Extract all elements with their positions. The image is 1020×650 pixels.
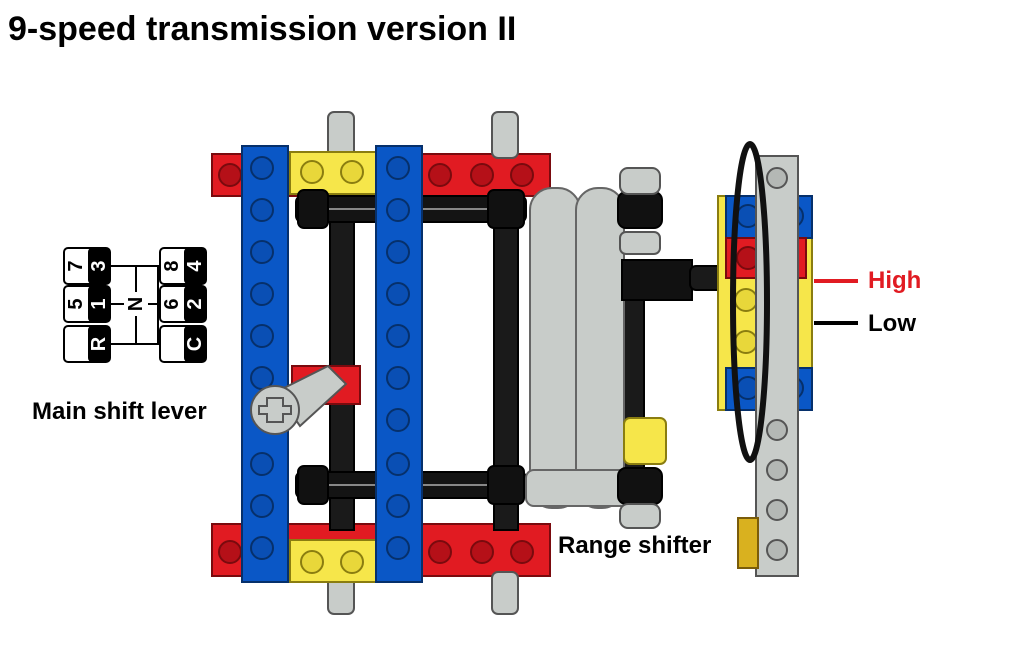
gear-neutral: N <box>125 297 147 311</box>
range-shaft-caps <box>619 167 661 529</box>
gear-5: 5 <box>65 298 87 309</box>
low-label: Low <box>868 310 916 337</box>
gear-r: R <box>88 336 110 351</box>
gear-box-mid-right <box>159 285 207 323</box>
gear-2: 2 <box>184 298 206 309</box>
gear-4: 4 <box>184 260 206 272</box>
gear-6: 6 <box>161 298 183 309</box>
main-shift-lever <box>250 364 361 435</box>
blue-beam-left <box>241 145 289 583</box>
gear-box-mid-left <box>63 285 111 323</box>
gear-box-bottom-left <box>63 325 111 363</box>
gear-8: 8 <box>161 260 183 271</box>
gear-1: 1 <box>88 298 110 309</box>
range-shifter-collar <box>623 417 667 465</box>
rubber-band <box>730 141 770 463</box>
gray-liftarms <box>525 187 637 509</box>
main-shift-lever-label: Main shift lever <box>32 398 207 425</box>
blue-beam-center <box>375 145 423 583</box>
gear-c: C <box>184 337 206 351</box>
gear-7: 7 <box>65 260 87 271</box>
axle-pins <box>327 111 519 615</box>
page-title: 9-speed transmission version II <box>8 10 517 48</box>
gear-3: 3 <box>88 260 110 271</box>
range-shifter-label: Range shifter <box>558 532 712 559</box>
gear-box-top-left <box>63 247 111 285</box>
gear-box-top-right <box>159 247 207 285</box>
high-label: High <box>868 267 922 294</box>
gear-box-bottom-right <box>159 325 207 363</box>
yellow-bricks <box>289 151 377 583</box>
shift-pattern: 7 3 8 4 5 1 6 2 R C N <box>63 247 207 363</box>
